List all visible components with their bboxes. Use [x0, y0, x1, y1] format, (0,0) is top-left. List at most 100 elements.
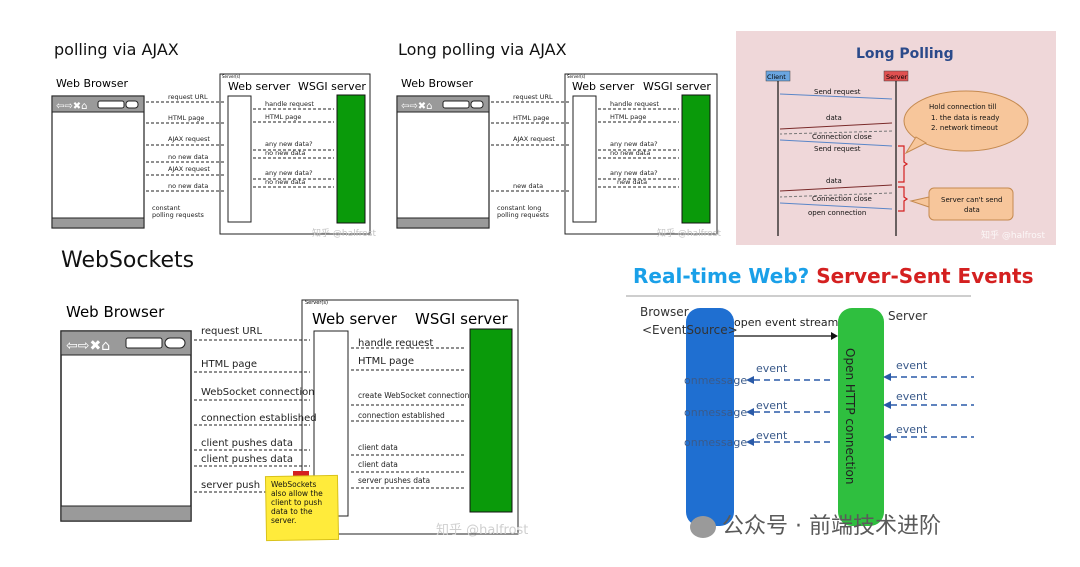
msg: AJAX request — [513, 135, 555, 143]
event-label: event — [756, 399, 788, 412]
server-bar — [838, 308, 884, 526]
note: polling requests — [497, 211, 550, 219]
eventsource-label: <EventSource> — [642, 323, 738, 337]
server-label: Server — [886, 73, 908, 81]
svg-text:Server can't send: Server can't send — [941, 196, 1002, 204]
wsgi-server-label: WSGI server — [415, 310, 508, 328]
svg-text:Hold connection till: Hold connection till — [929, 103, 997, 111]
web-server-label: Web server — [228, 80, 291, 93]
panel5-diagram: Browser <EventSource> Server open event … — [626, 295, 974, 526]
panel4-title: WebSockets — [61, 248, 195, 273]
msg: Connection close — [812, 195, 872, 203]
panel2-diagram: Web Browser ⇦⇨✖⌂ Server(s) Web server WS… — [396, 73, 721, 239]
msg: handle request — [358, 338, 433, 349]
msg: connection established — [201, 413, 317, 424]
event-label: event — [756, 362, 788, 375]
browser-bar — [686, 308, 734, 526]
svg-text:data to the: data to the — [271, 507, 313, 516]
msg: no new data — [265, 178, 305, 186]
msg: any new data? — [265, 169, 313, 177]
msg: HTML page — [265, 113, 301, 121]
msg: connection established — [358, 411, 445, 420]
watermark: 知乎 @halfrost — [981, 229, 1045, 241]
msg: data — [826, 177, 842, 185]
msg: any new data? — [265, 140, 313, 148]
open-stream-label: open event stream — [734, 316, 838, 329]
msg: request URL — [168, 93, 208, 101]
client-label: Client — [767, 73, 786, 81]
msg: HTML page — [610, 113, 646, 121]
panel5-title-b: Server-Sent Events — [816, 264, 1034, 288]
panel1-diagram: Web Browser ⇦⇨✖⌂ Server(s) Web server WS… — [51, 73, 376, 239]
msg: HTML page — [358, 356, 414, 367]
svg-text:also allow the: also allow the — [271, 489, 323, 498]
watermark: 知乎 @halfrost — [312, 227, 376, 239]
msg: no new data — [168, 153, 208, 161]
msg: handle request — [610, 100, 659, 108]
msg: handle request — [265, 100, 314, 108]
panel2-title: Long polling via AJAX — [398, 40, 567, 59]
msg: any new data? — [610, 140, 658, 148]
servers-tag: Server(s) — [305, 300, 328, 306]
msg: any new data? — [610, 169, 658, 177]
msg: request URL — [513, 93, 553, 101]
wechat-footer: 公众号 · 前端技术进阶 — [690, 508, 941, 540]
watermark: 知乎 @halfrost — [657, 227, 721, 239]
panel5-title: Real-time Web? Server-Sent Events — [633, 264, 1034, 288]
callout-cant-send — [928, 187, 1014, 221]
msg: open connection — [808, 209, 866, 217]
svg-text:WebSockets: WebSockets — [271, 480, 316, 489]
svg-text:server.: server. — [271, 516, 296, 525]
event-label: event — [896, 423, 928, 436]
event-label: event — [896, 390, 928, 403]
msg: no new data — [168, 182, 208, 190]
wechat-footer-text: 公众号 · 前端技术进阶 — [722, 514, 941, 539]
msg: client data — [358, 443, 398, 452]
event-label: event — [896, 359, 928, 372]
wechat-icon — [690, 516, 716, 538]
web-server-label: Web server — [312, 310, 398, 328]
browser-label: Web Browser — [401, 77, 474, 90]
svg-text:⇦⇨✖⌂: ⇦⇨✖⌂ — [66, 338, 110, 354]
browser-label: Web Browser — [66, 303, 165, 321]
callout-hold — [903, 90, 1029, 152]
svg-text:client to push: client to push — [271, 498, 322, 507]
msg: HTML page — [201, 359, 257, 370]
svg-text:2. network timeout: 2. network timeout — [931, 124, 998, 132]
msg: Send request — [814, 145, 861, 153]
msg: data — [826, 114, 842, 122]
msg: new data — [513, 182, 543, 190]
wsgi-server-label: WSGI server — [298, 80, 366, 93]
wsgi-server-label: WSGI server — [643, 80, 711, 93]
msg: server pushes data — [358, 476, 430, 485]
panel3-title: Long Polling — [856, 46, 954, 62]
msg: client data — [358, 460, 398, 469]
browser-label: Web Browser — [56, 77, 129, 90]
onmessage-label: onmessage — [684, 374, 747, 387]
msg: no new data — [610, 149, 650, 157]
msg: no new data — [265, 149, 305, 157]
msg: HTML page — [168, 114, 204, 122]
svg-text:1. the data is ready: 1. the data is ready — [931, 114, 999, 122]
msg: WebSocket connection — [201, 387, 315, 398]
panel3-diagram: Long Polling Client Server Send request … — [736, 31, 1056, 245]
msg: create WebSocket connection — [358, 391, 470, 400]
browser-label: Browser — [640, 305, 689, 319]
msg: Connection close — [812, 133, 872, 141]
svg-text:⇦⇨✖⌂: ⇦⇨✖⌂ — [56, 101, 87, 112]
msg: new data — [617, 178, 647, 186]
connection-label: Open HTTP connection — [843, 348, 857, 485]
msg: HTML page — [513, 114, 549, 122]
servers-tag: Server(s) — [222, 74, 241, 79]
msg: client pushes data — [201, 438, 293, 449]
svg-text:data: data — [964, 206, 980, 214]
svg-text:⇦⇨✖⌂: ⇦⇨✖⌂ — [401, 101, 432, 112]
msg: client pushes data — [201, 454, 293, 465]
web-server-label: Web server — [572, 80, 635, 93]
note: constant — [152, 204, 181, 212]
server-label: Server — [888, 309, 927, 323]
panel5-title-a: Real-time Web? — [633, 264, 810, 288]
onmessage-label: onmessage — [684, 436, 747, 449]
msg: AJAX request — [168, 165, 210, 173]
onmessage-label: onmessage — [684, 406, 747, 419]
